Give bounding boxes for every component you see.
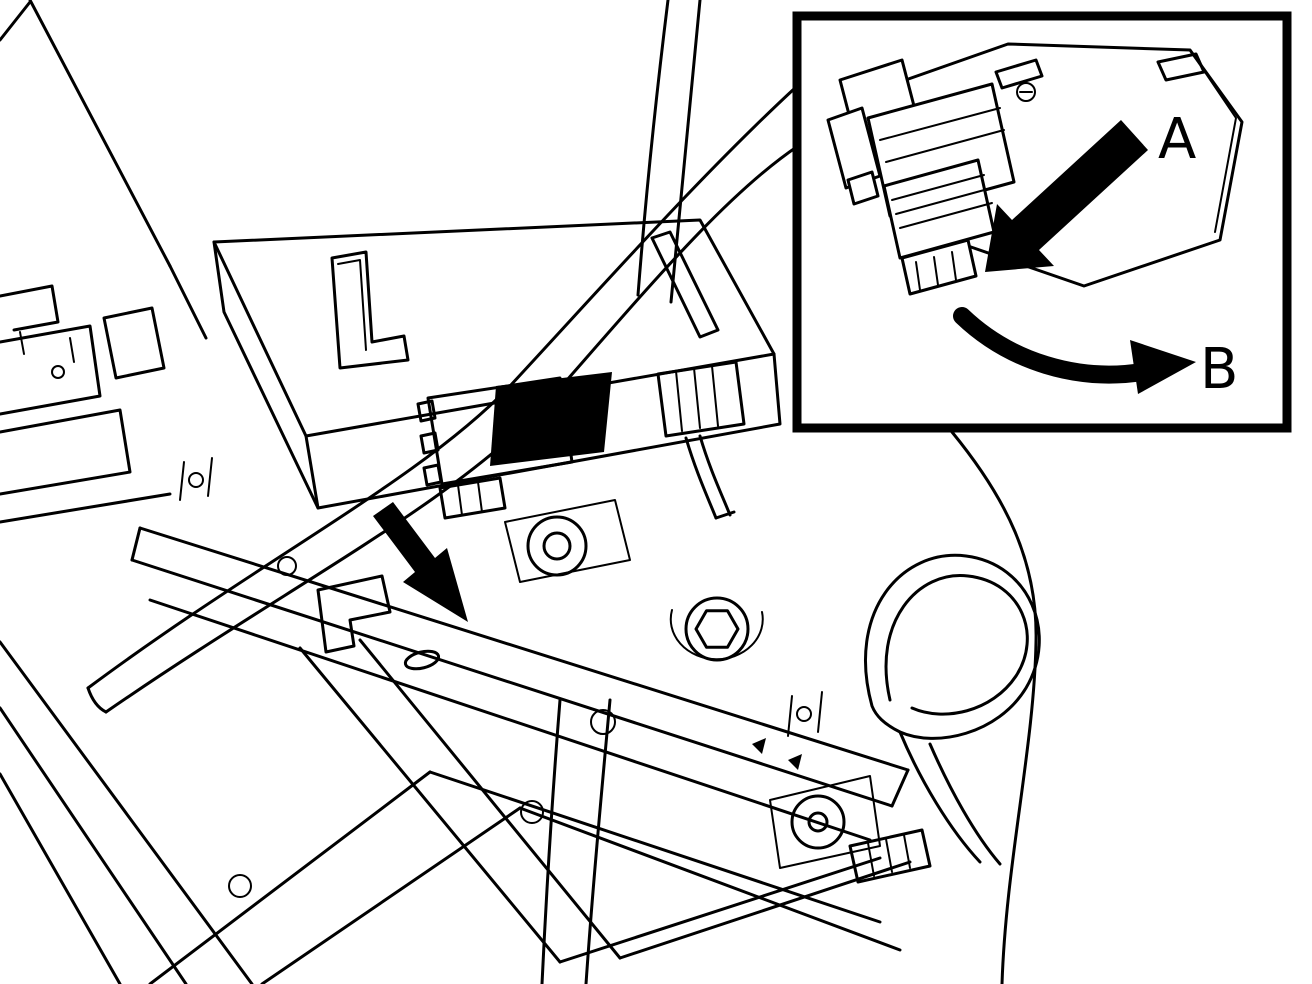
- relay-module-box: [212, 218, 782, 510]
- wiring-connector: [416, 372, 612, 520]
- leader-curve: [86, 86, 800, 714]
- inset-connector: [826, 58, 1016, 296]
- mounting-rail: [130, 457, 932, 964]
- label-a: A: [1158, 107, 1196, 172]
- harness-connector-right: [656, 360, 746, 520]
- curved-arrow-b-icon: [953, 307, 1196, 394]
- label-b: B: [1200, 337, 1238, 402]
- harness-loop: [864, 553, 1041, 866]
- left-cowl-brackets: [0, 284, 172, 524]
- detail-inset-box: A B: [792, 11, 1292, 433]
- arrow-a-icon: [985, 120, 1148, 272]
- install-direction-arrow-icon: [373, 502, 468, 622]
